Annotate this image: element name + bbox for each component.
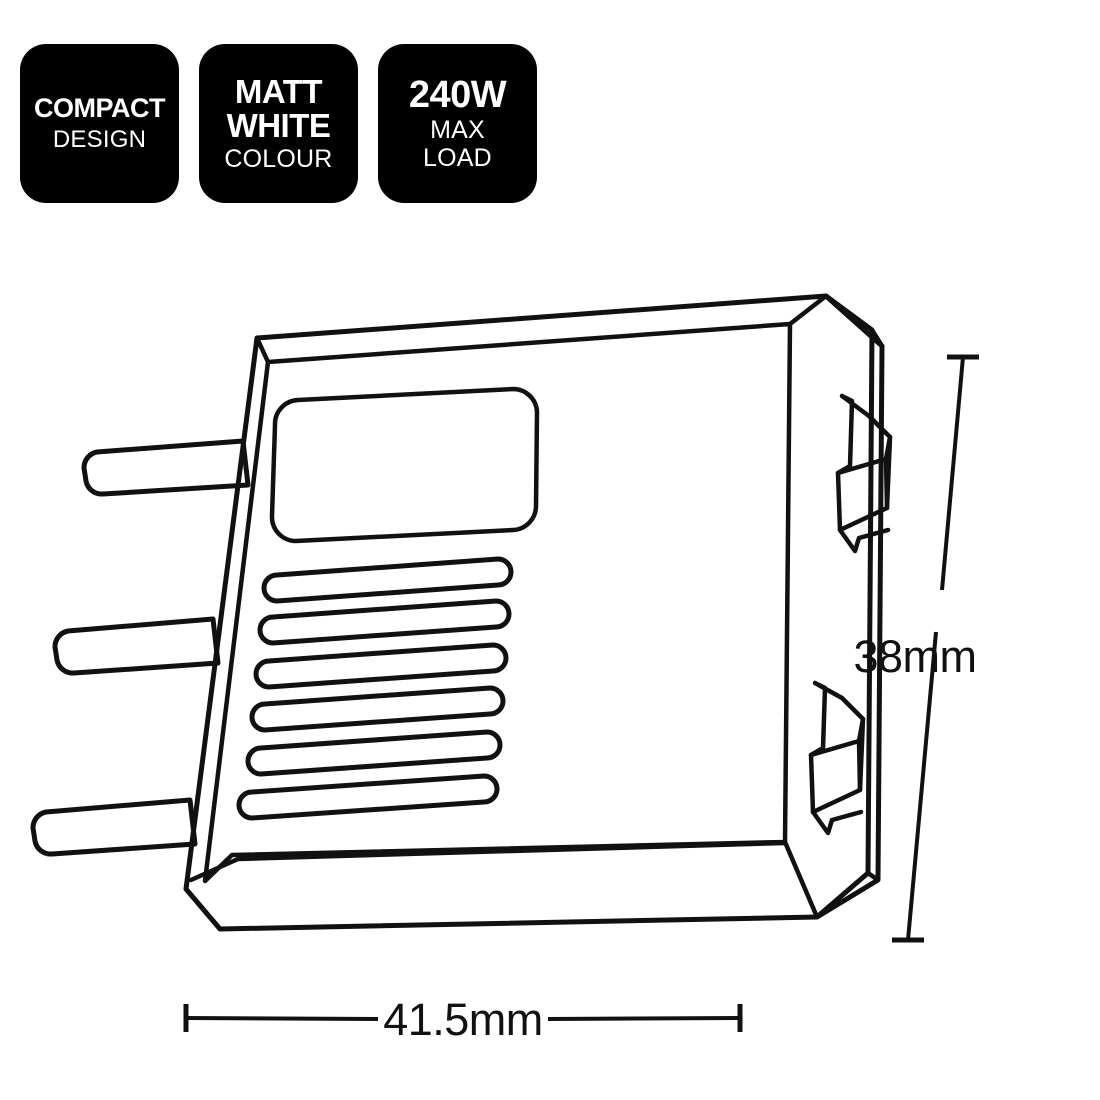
dimension-height-label: 38mm <box>853 631 976 682</box>
badge-matt-white-colour: MATT WHITE COLOUR <box>199 44 358 203</box>
badge-compact-design: COMPACT DESIGN <box>20 44 179 203</box>
feature-badge-row: COMPACT DESIGN MATT WHITE COLOUR 240W MA… <box>20 44 537 203</box>
vent-slot-4 <box>249 685 506 733</box>
dimension-width: 41.5mm <box>183 994 743 1045</box>
badge-compact-design-line1: COMPACT <box>34 92 166 123</box>
badge-max-load-line2: MAX <box>430 115 485 144</box>
plug-pin-bottom <box>30 797 198 857</box>
badge-matt-white-colour-line1: MATT <box>234 72 323 110</box>
charger-body-outer <box>183 293 875 932</box>
label-panel <box>269 386 540 544</box>
usb-port-upper <box>835 393 893 554</box>
vent-slot-5 <box>245 729 503 777</box>
badge-max-load-line1: 240W <box>408 73 507 116</box>
charger-side-face <box>814 293 885 920</box>
vent-slot-3 <box>253 642 509 690</box>
badge-matt-white-colour-line3: COLOUR <box>224 144 333 173</box>
vent-slot-2 <box>257 598 512 646</box>
plug-pin-top <box>81 438 251 497</box>
badge-max-load: 240W MAX LOAD <box>378 44 537 203</box>
usb-port-lower <box>808 680 866 836</box>
charger-top-edge <box>254 335 271 365</box>
dimension-height: 38mm <box>853 354 979 943</box>
badge-compact-design-line2: DESIGN <box>52 126 147 154</box>
charger-front-bezel <box>202 293 829 920</box>
dimension-width-label: 41.5mm <box>383 994 543 1045</box>
plug-pin-middle <box>52 616 221 676</box>
charger-bottom-chamfer <box>183 840 787 932</box>
vent-slot-6 <box>236 773 500 821</box>
vent-slot-7 <box>231 534 268 562</box>
vent-slot-1 <box>261 556 514 604</box>
badge-matt-white-colour-line2: WHITE <box>226 106 331 144</box>
badge-max-load-line3: LOAD <box>423 144 492 173</box>
